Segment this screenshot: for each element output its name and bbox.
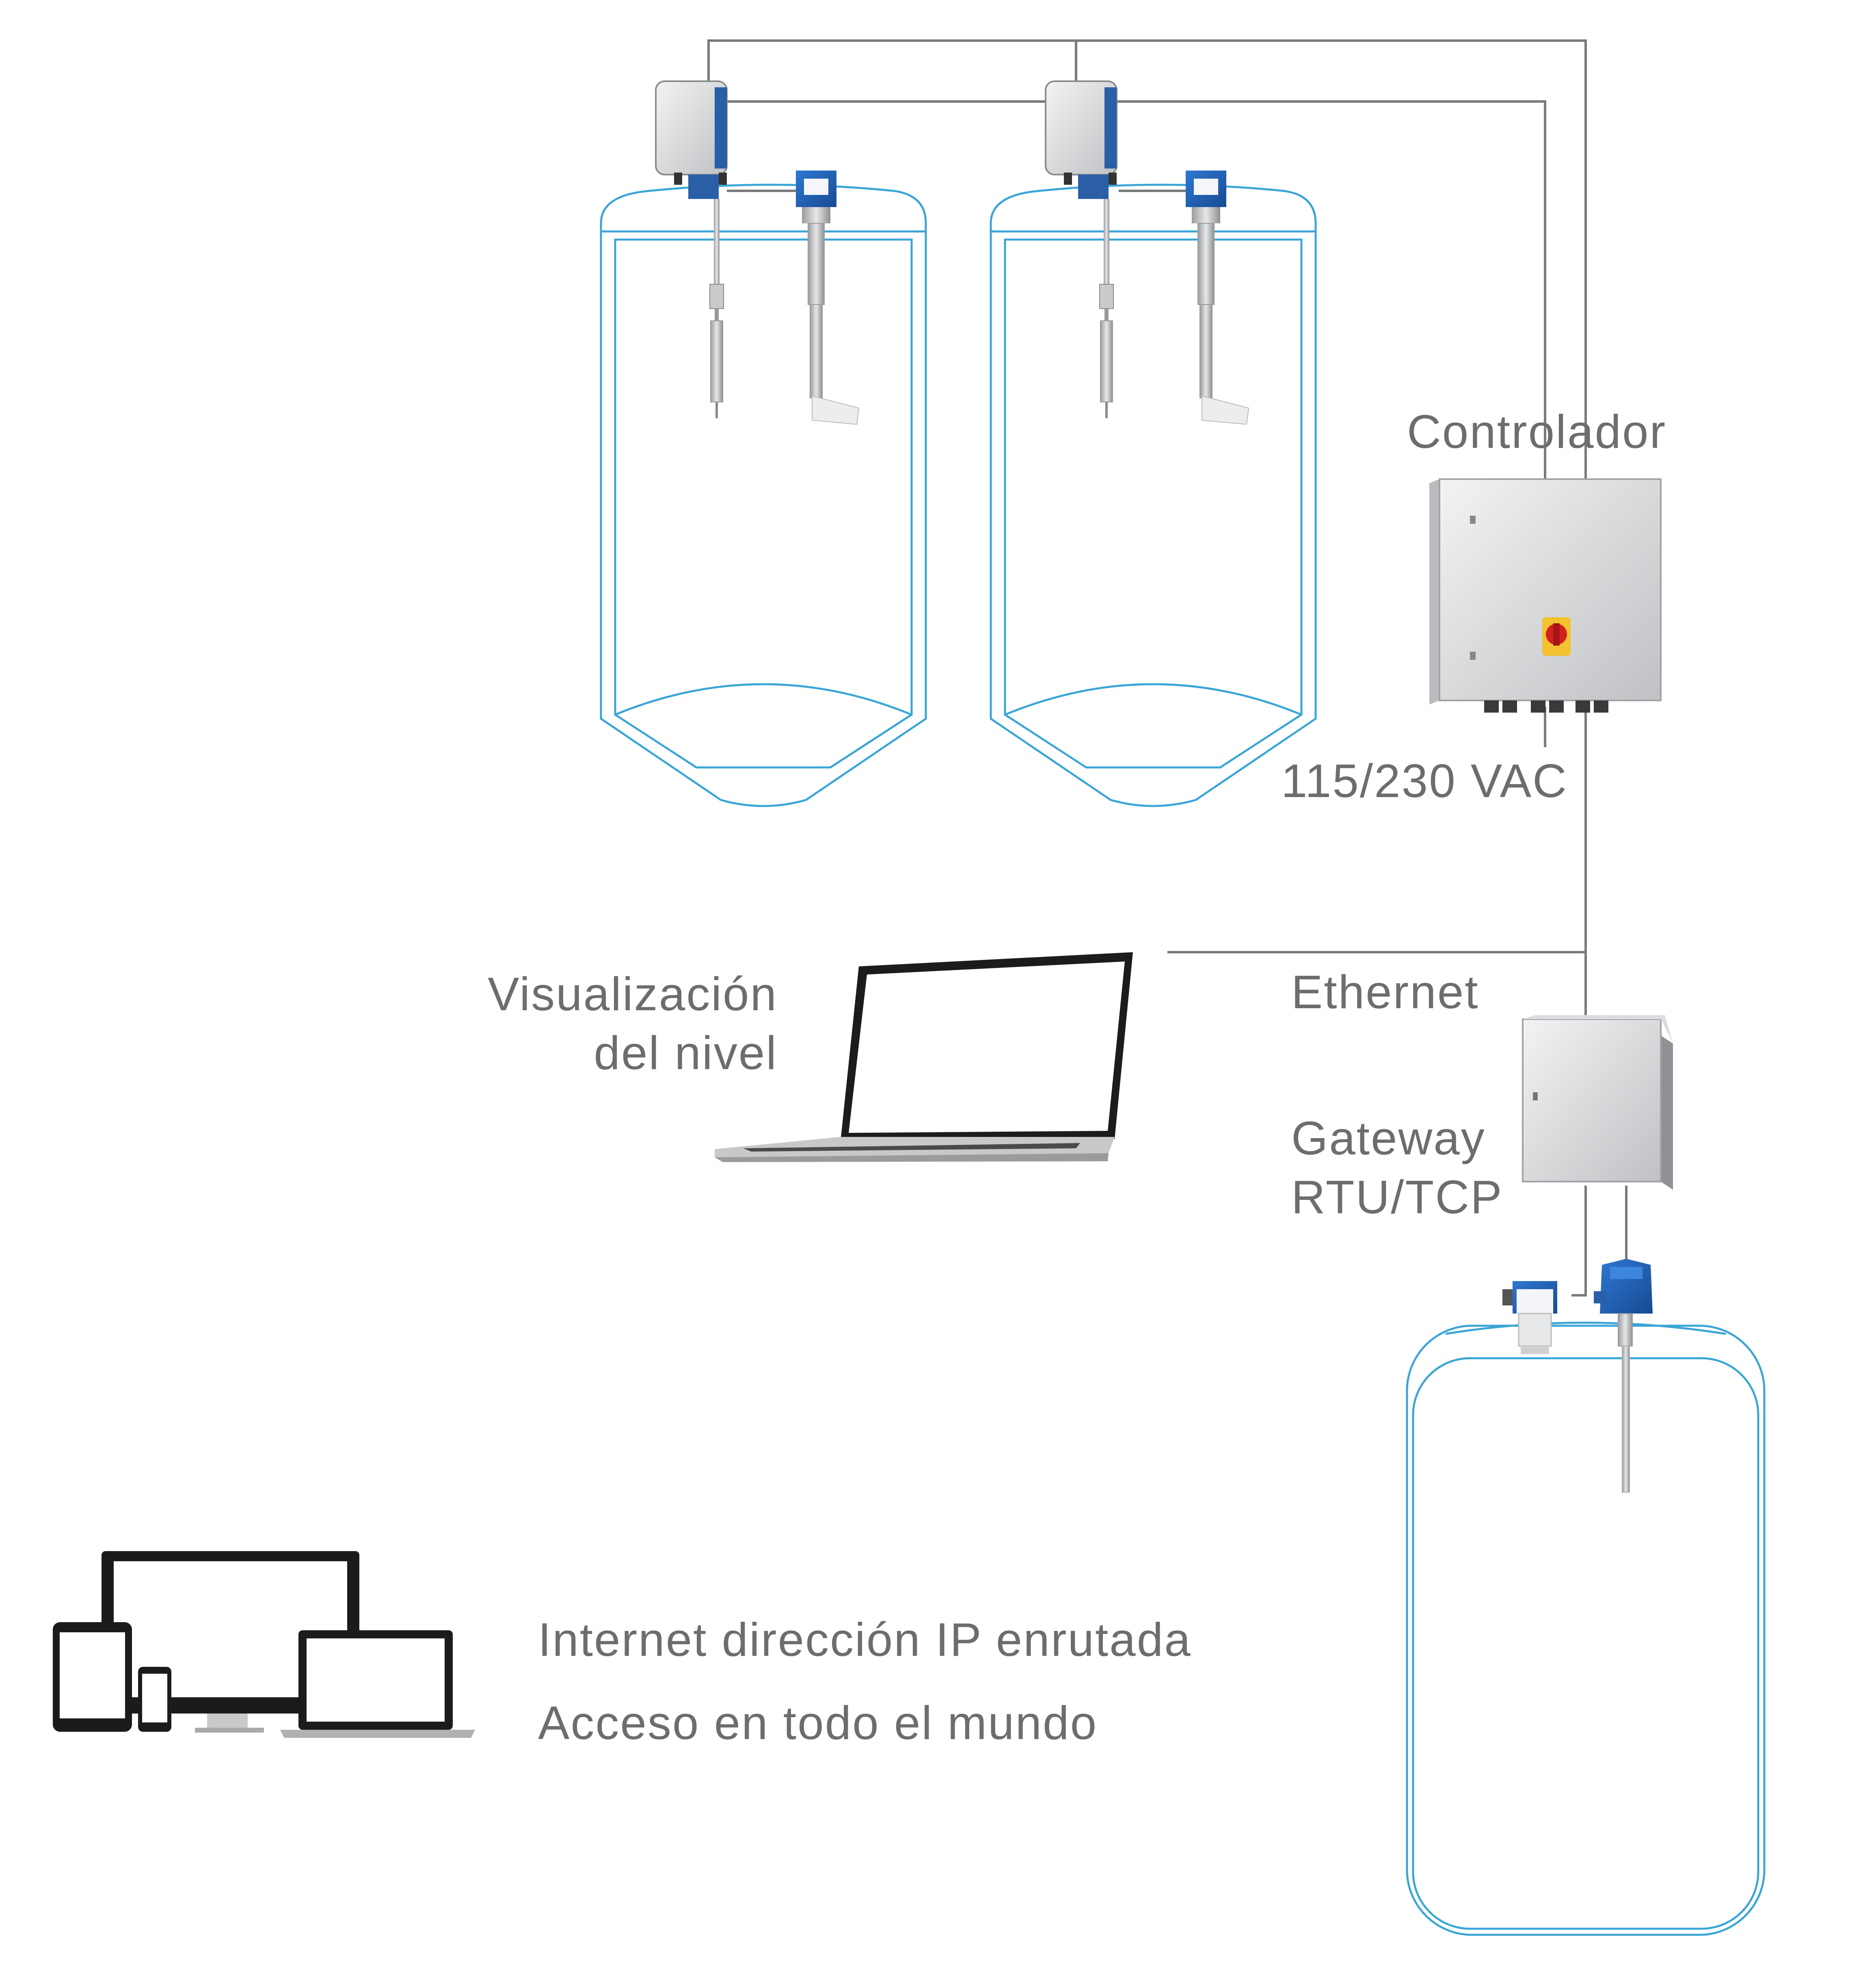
visualization-label-line2: del nivel bbox=[594, 1026, 778, 1079]
bus-top-wire bbox=[707, 39, 1587, 483]
bus-second-wire bbox=[727, 100, 1546, 483]
controller-cabinet bbox=[1429, 478, 1662, 713]
gateway-label-line2: RTU/TCP bbox=[1291, 1171, 1503, 1223]
silo-2 bbox=[990, 184, 1317, 807]
visualization-label-line1: Visualización bbox=[488, 968, 778, 1020]
silo-2-level-transmitter bbox=[1045, 80, 1117, 418]
silo-1-level-transmitter bbox=[655, 80, 728, 418]
wiring bbox=[707, 39, 1627, 1297]
silo-2-rotary-paddle-switch bbox=[1186, 171, 1249, 425]
ethernet-label: Ethernet bbox=[1291, 966, 1479, 1018]
controller-label: Controlador bbox=[1407, 405, 1667, 458]
silo-1-rotary-paddle-switch bbox=[796, 171, 860, 425]
laptop-icon bbox=[715, 952, 1133, 1162]
round-tank bbox=[1406, 1322, 1766, 1936]
devices-icon bbox=[53, 1551, 475, 1738]
gateway-label-line1: Gateway bbox=[1291, 1112, 1486, 1165]
silo-1 bbox=[600, 184, 927, 807]
gateway-box bbox=[1522, 1015, 1673, 1190]
internet-label-line1: Internet dirección IP enrutada bbox=[538, 1613, 1192, 1666]
internet-label-line2: Acceso en todo el mundo bbox=[538, 1696, 1098, 1749]
gateway-out-wire-left bbox=[1571, 1186, 1587, 1297]
capacitive-probe bbox=[1594, 1259, 1653, 1493]
ultrasonic-sensor bbox=[1502, 1281, 1557, 1354]
power-supply-label: 115/230 VAC bbox=[1281, 754, 1568, 807]
